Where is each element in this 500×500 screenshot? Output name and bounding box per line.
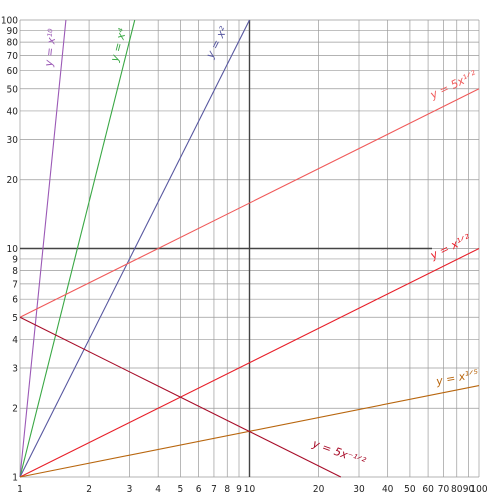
y-tick-label-50: 50 [7,84,19,95]
x-tick-label-50: 50 [404,484,416,495]
y-tick-label-9: 9 [12,254,18,265]
y-tick-label-4: 4 [12,335,18,346]
series-group [19,19,480,478]
x-tick-label-3: 3 [127,484,133,495]
y-tick-label-60: 60 [7,66,19,77]
series-line-y-5x-1-2 [19,316,342,478]
y-tick-label-100: 100 [1,16,18,27]
series-line-y-x-10 [19,19,67,478]
series-line-y-5x-1-2 [19,88,480,318]
series-line-y-x-1-2 [19,248,480,478]
y-tick-label-7: 7 [12,279,18,290]
y-tick-label-2: 2 [12,404,18,415]
x-tick-label-40: 40 [382,484,394,495]
y-tick-label-90: 90 [7,26,19,37]
y-tick-label-3: 3 [12,363,18,374]
x-tick-label-90: 90 [463,484,475,495]
series-label-y-x-4: y = x⁴ [108,27,130,64]
x-tick-label-2: 2 [86,484,92,495]
x-tick-label-60: 60 [422,484,434,495]
y-tick-label-80: 80 [7,38,19,49]
x-tick-label-5: 5 [178,484,184,495]
y-tick-label-1: 1 [12,473,18,484]
series-label-y-5x-1-2: y = 5x¹ᐟ² [427,68,479,102]
series-label-y-x-1-2: y = x¹ᐟ² [428,231,474,262]
y-tick-label-40: 40 [7,106,19,117]
x-tick-label-20: 20 [313,484,325,495]
x-tick-label-4: 4 [155,484,161,495]
x-tick-label-1: 1 [17,484,23,495]
series-label-y-x-10: y = x¹⁰ [42,27,59,68]
y-tick-label-10: 10 [7,244,19,255]
y-tick-label-70: 70 [7,51,19,62]
x-tick-label-8: 8 [224,484,230,495]
x-tick-label-10: 10 [244,484,256,495]
x-tick-label-80: 80 [451,484,463,495]
y-tick-label-8: 8 [12,266,18,277]
x-tick-label-6: 6 [196,484,202,495]
x-tick-label-100: 100 [470,484,487,495]
reference-lines [20,20,432,477]
x-tick-label-9: 9 [236,484,242,495]
y-tick-label-20: 20 [7,175,19,186]
y-tick-label-30: 30 [7,135,19,146]
x-tick-label-30: 30 [353,484,365,495]
x-tick-label-7: 7 [211,484,217,495]
series-line-y-x-4 [19,19,136,478]
y-tick-label-5: 5 [12,313,18,324]
y-tick-label-6: 6 [12,295,18,306]
series-line-y-x-2 [19,19,250,478]
x-tick-label-70: 70 [438,484,450,495]
